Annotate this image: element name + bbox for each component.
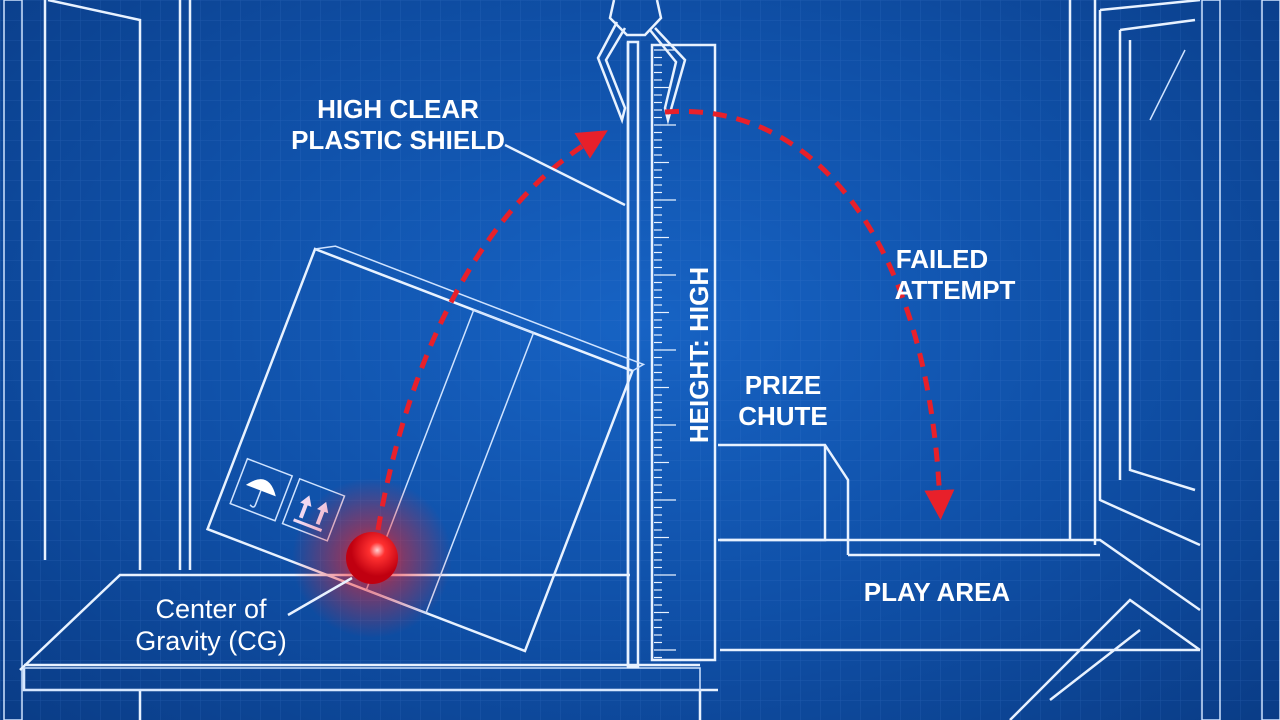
failed-attempt-arrow xyxy=(664,108,955,520)
cg-label-line1: Center of xyxy=(155,594,267,624)
shield-leader-line xyxy=(504,143,626,207)
shield-label-line2: PLASTIC SHIELD xyxy=(291,125,505,155)
lift-trajectory-arrow xyxy=(375,130,608,531)
center-of-gravity-ball xyxy=(346,532,398,584)
play-area-label: PLAY AREA xyxy=(864,577,1011,607)
cg-leader-line xyxy=(287,576,353,617)
failed-label-line1: FAILED xyxy=(896,244,988,274)
shield-label-line1: HIGH CLEAR xyxy=(317,94,479,124)
prize-chute xyxy=(718,443,1100,557)
cg-label-line2: Gravity (CG) xyxy=(135,626,287,656)
height-ruler xyxy=(650,43,717,662)
chute-label-line2: CHUTE xyxy=(738,401,828,431)
plastic-shield xyxy=(626,40,640,669)
failed-label-line2: ATTEMPT xyxy=(895,275,1016,305)
chute-label-line1: PRIZE xyxy=(745,370,822,400)
cabinet-frame xyxy=(3,0,1280,720)
umbrella-icon xyxy=(229,457,294,522)
height-label: HEIGHT: HIGH xyxy=(684,267,714,443)
